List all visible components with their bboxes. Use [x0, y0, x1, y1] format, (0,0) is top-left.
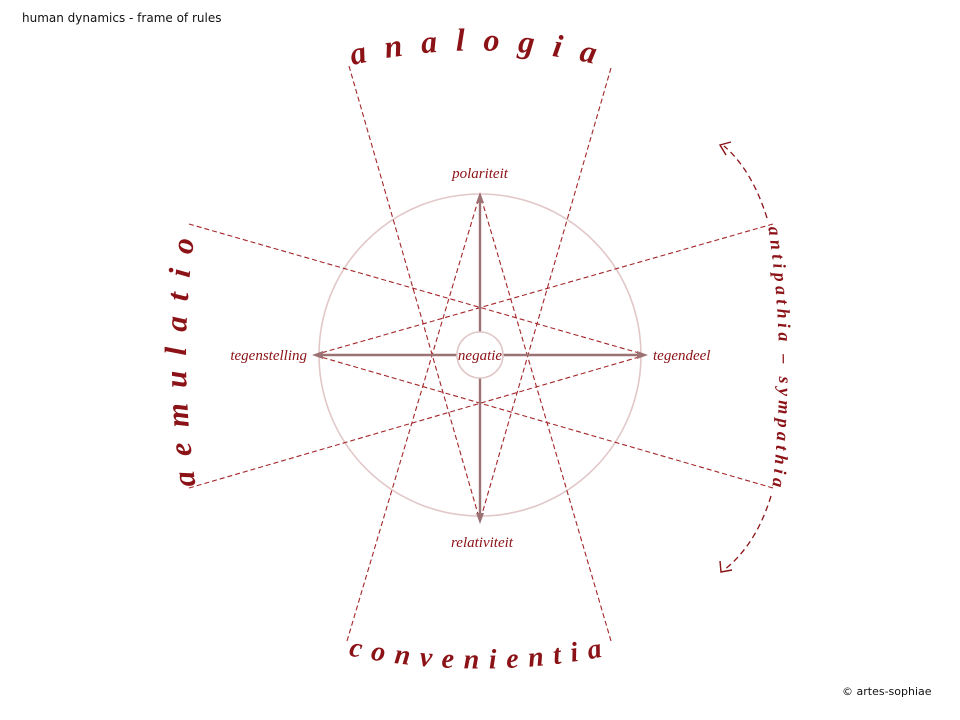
aemulatio-bottom-line [188, 354, 647, 489]
arrow-right-icon [637, 351, 648, 359]
analogia-left-line [348, 65, 481, 522]
antipathia-top-line [313, 223, 774, 356]
sympathia-bottom-line [313, 354, 774, 489]
arc-top-text: analogia [346, 21, 614, 73]
label-relativiteit: relativiteit [451, 535, 514, 551]
label-analogia: analogia [346, 21, 600, 73]
label-antipathia-sympathia: antipathia – sympathia [764, 225, 793, 490]
copyright-notice: © artes-sophiae [842, 685, 932, 698]
convenientia-left-line [346, 193, 481, 642]
label-tegendeel: tegendeel [653, 348, 710, 364]
arrow-up-icon [476, 192, 484, 203]
label-tegenstelling: tegenstelling [230, 348, 307, 364]
label-convenientia: convenientia [347, 632, 604, 676]
arc-left-text: aemulatio [158, 225, 203, 490]
dashed-arrow-top [723, 145, 768, 219]
arrow-head-bottom-icon [719, 560, 733, 573]
aemulatio-top-line [188, 223, 647, 356]
label-polariteit: polariteit [451, 166, 509, 182]
arrow-left-icon [312, 351, 323, 359]
label-aemulatio: aemulatio [158, 225, 192, 490]
convenientia-right-line [479, 193, 612, 642]
page-title: human dynamics - frame of rules [22, 11, 222, 25]
inner-circle [456, 331, 504, 379]
arrow-head-top-icon [718, 141, 732, 156]
arrow-down-icon [476, 513, 484, 524]
label-negatie: negatie [458, 348, 502, 364]
dashed-arrow-bottom [723, 495, 772, 571]
analogia-right-line [479, 67, 612, 522]
arc-bottom-text: convenientia [347, 632, 610, 676]
arc-right-text: antipathia – sympathia [764, 225, 795, 490]
